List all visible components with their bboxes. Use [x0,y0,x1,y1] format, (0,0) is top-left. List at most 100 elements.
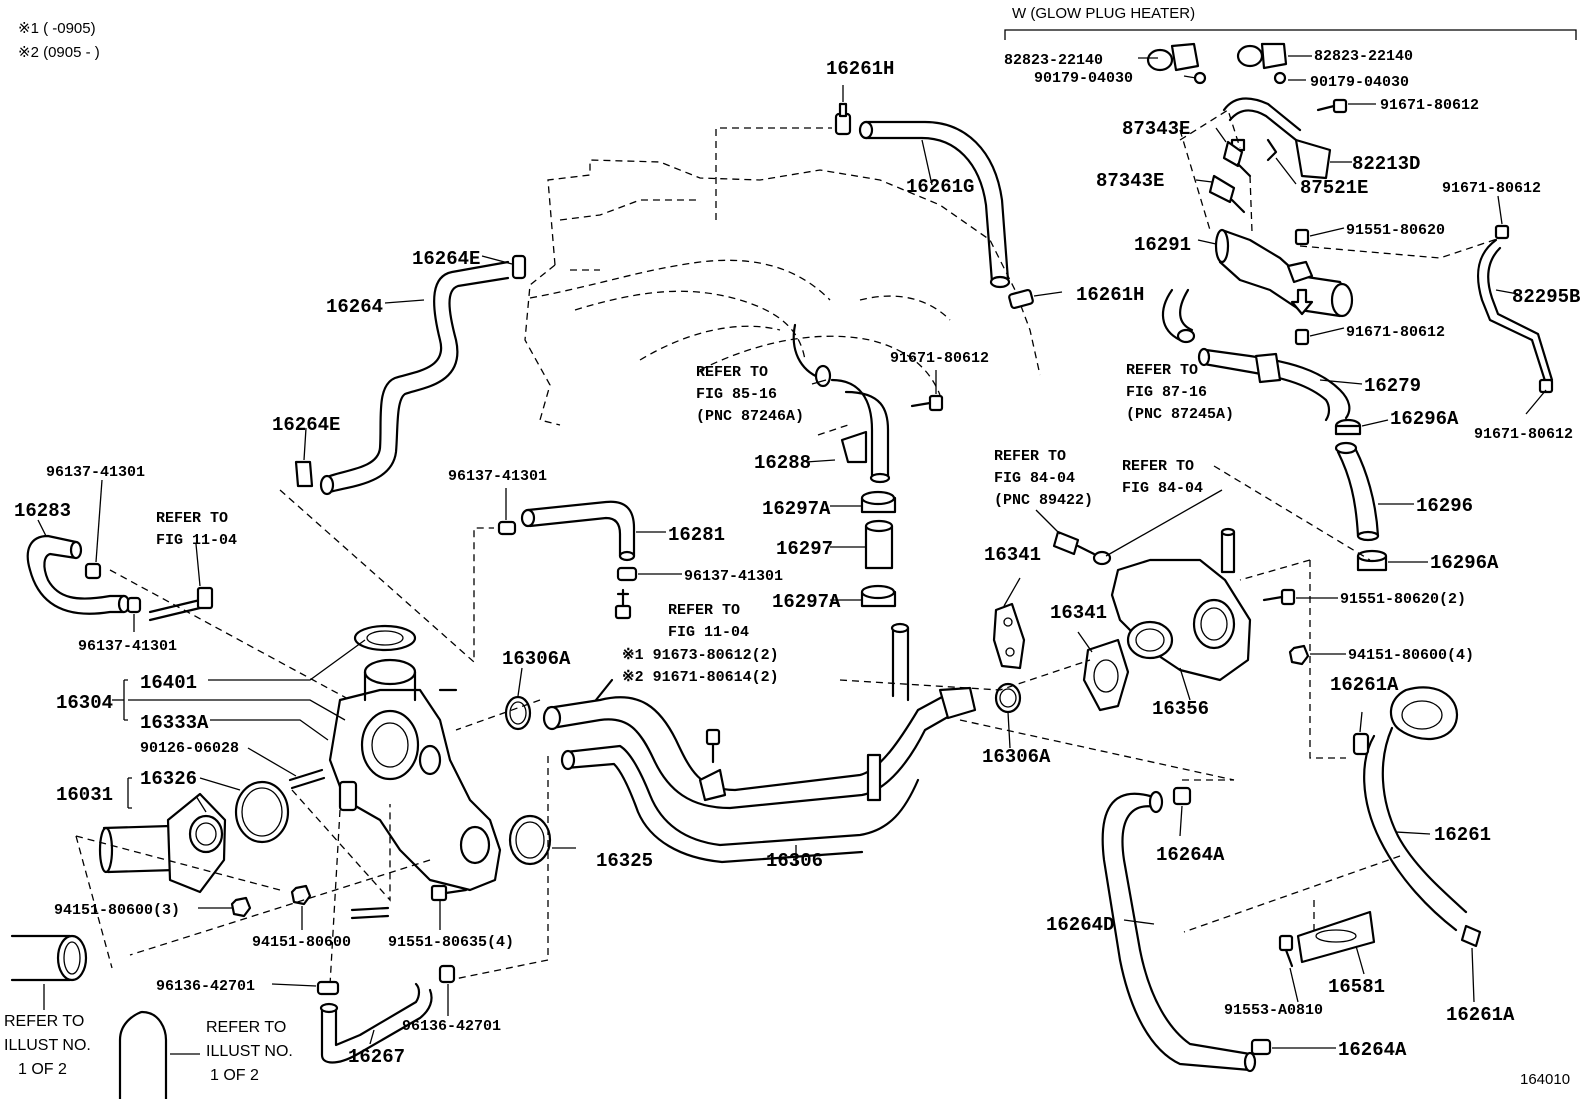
label-16306A-a: 16306A [502,648,571,670]
leader-16296A-a [1361,419,1389,427]
ref85-line1: REFER TO [696,364,768,381]
variant-bracket [1004,29,1577,40]
label-16283: 16283 [14,500,71,522]
ill1-line2: ILLUST NO. [4,1037,91,1054]
hose-16267 [316,964,456,1064]
label-16264E-b: 16264E [272,414,340,436]
dash-pipe-lower [449,756,549,981]
leader-16279 [1319,379,1363,385]
hose-refer-bottom [118,1010,168,1099]
leader-96137-c [95,479,103,563]
label-91551-b: 91551-80620(2) [1340,591,1466,608]
stud-90126-06028 [288,768,326,790]
sensor-89422 [1052,530,1112,566]
clamp-16297A-top [860,490,897,514]
dash-16283 [109,569,351,701]
stud-lower [350,906,390,920]
leader-16283 [37,519,47,537]
bolt-91671-80612-center [910,394,944,412]
leader-ref84b [1105,489,1223,557]
bolt-91553-A0810 [1278,934,1294,968]
leader-16264 [384,299,425,304]
label-87521E: 87521E [1300,177,1368,199]
ref87-line2: FIG 87-16 [1126,384,1207,401]
label-82213D: 82213D [1352,153,1420,175]
leader-16031 [195,795,207,813]
label-91551-a: 91551-80620 [1346,222,1445,239]
label-16581: 16581 [1328,976,1385,998]
hose-16281 [520,500,636,562]
leader-16304 [128,699,346,721]
ill2-line2: ILLUST NO. [206,1043,293,1060]
o-ring-16325 [508,814,552,866]
hose-16297 [864,519,894,570]
ref87-line3: (PNC 87245A) [1126,406,1234,423]
label-91671-b: 91671-80612 [1442,180,1541,197]
label-16264A-b: 16264A [1338,1039,1407,1061]
ref87-line1: REFER TO [1126,362,1198,379]
leader-16261H-b [1033,291,1063,297]
label-87343E-a: 87343E [1122,118,1190,140]
water-outlet-16356 [1110,527,1252,682]
gasket-16341-b [1082,638,1130,712]
dash-outlet-b [959,719,1235,781]
ill1-line1: REFER TO [4,1013,84,1030]
label-94151-a: 94151-80600(4) [1348,647,1474,664]
label-16264: 16264 [326,296,383,318]
water-pipe-16306 [542,622,977,864]
label-16297: 16297 [776,538,833,560]
nut-90179-left [1193,71,1207,85]
o-ring-16306A-right [994,682,1022,714]
label-16264E-a: 16264E [412,248,480,270]
bolt-91671-80612-a [1316,98,1348,114]
label-96136-b: 96136-42701 [402,1018,501,1035]
label-16356: 16356 [1152,698,1209,720]
leader-16581 [1355,945,1365,975]
label-16306: 16306 [766,850,823,872]
hose-16261 [1352,686,1482,948]
label-16261: 16261 [1434,824,1491,846]
dash-outlet-a [839,659,1091,691]
label-90179-b: 90179-04030 [1310,74,1409,91]
nut-94151-80600-4 [1288,644,1310,666]
dash-heater-d [1179,129,1211,231]
label-90126: 90126-06028 [140,740,239,757]
label-91551-c: 91551-80635(4) [388,934,514,951]
clamp-96137-mid [616,566,638,582]
leader-87521E [1275,157,1297,185]
label-16341-b: 16341 [1050,602,1107,624]
label-16261A-b: 16261A [1446,1004,1515,1026]
leader-91671-d [1525,389,1547,415]
clip-87521E [1266,138,1278,162]
leader-16341-b [1077,631,1093,653]
water-inlet-housing-16304 [328,658,502,892]
label-16261H-b: 16261H [1076,284,1144,306]
label-16401: 16401 [140,672,197,694]
bolt-91551-80620-2 [1262,588,1296,606]
label-87343E-b: 87343E [1096,170,1164,192]
label-16325: 16325 [596,850,653,872]
leader-ref85 [811,379,827,385]
ref11a-line1: REFER TO [156,510,228,527]
label-91671-f: ※2 91671-80614(2) [622,669,779,686]
leader-16288 [805,459,836,463]
ill2-line3: 1 OF 2 [210,1067,259,1084]
note-2: ※2 (0905 - ) [18,44,100,61]
variant-title: W (GLOW PLUG HEATER) [1012,5,1195,22]
nut-90179-right [1273,71,1287,85]
clamp-16296A-top [1334,418,1362,436]
clamp-96137-top [497,520,517,536]
leader-16261G [921,139,933,186]
pipe-16279 [1197,347,1351,422]
label-16288: 16288 [754,452,811,474]
bracket-16031 [127,777,132,809]
clamp-16261H-top [834,102,852,136]
label-16297A-b: 16297A [772,591,841,613]
dash-16261 [1183,855,1401,933]
label-16326: 16326 [140,768,197,790]
label-96136-a: 96136-42701 [156,978,255,995]
leader-16356 [1179,667,1191,701]
cap-16401 [353,624,417,652]
leader-16306A-a [517,667,523,697]
